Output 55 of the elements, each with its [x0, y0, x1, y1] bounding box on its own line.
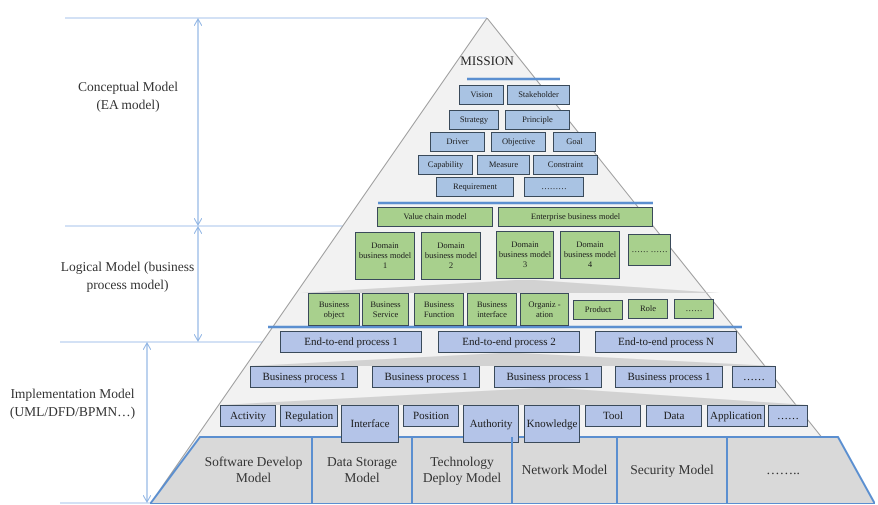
process-box: ……	[768, 405, 808, 427]
model-box: Business object	[308, 293, 360, 326]
process-box: End-to-end process 2	[438, 331, 580, 353]
concept-box: Vision	[459, 85, 504, 105]
process-box: Interface	[341, 405, 399, 443]
concept-box: Capability	[418, 155, 473, 175]
process-box: Tool	[585, 405, 641, 427]
process-box: Data	[646, 405, 702, 427]
model-box: Domain business model 3	[496, 231, 554, 279]
concept-box: Driver	[430, 132, 485, 152]
model-box: ……	[674, 299, 714, 319]
model-layer-cell: Network Model	[513, 437, 618, 503]
model-layer-cell: Software Develop Model	[196, 437, 313, 503]
model-layer-cell: Data Storage Model	[313, 437, 413, 503]
model-box: Value chain model	[377, 207, 493, 227]
model-box: Business Service	[362, 293, 409, 326]
model-layer-cell: Security Model	[618, 437, 728, 503]
model-layer-cell: ……..	[728, 437, 838, 503]
layer-label: Conceptual Model (EA model)	[76, 78, 180, 114]
process-box: Authority	[463, 405, 519, 443]
model-layer-cell: Technology Deploy Model	[413, 437, 513, 503]
process-box: ……	[732, 366, 776, 388]
layer-label: Logical Model (business process model)	[60, 258, 196, 294]
concept-box: Stakeholder	[507, 85, 570, 105]
process-box: End-to-end process 1	[280, 331, 422, 353]
concept-box: Measure	[477, 155, 530, 175]
process-box: Business process 1	[494, 366, 602, 388]
concept-box: Objective	[491, 132, 546, 152]
concept-box: Strategy	[449, 110, 499, 130]
concept-box: Constraint	[533, 155, 598, 175]
process-box: Business process 1	[372, 366, 480, 388]
pyramid-title: MISSION	[459, 53, 515, 69]
model-box: Domain business model 4	[560, 231, 620, 279]
process-box: Position	[403, 405, 459, 427]
model-box: Domain business model 2	[421, 232, 481, 280]
concept-box: Principle	[505, 110, 570, 130]
process-box: Business process 1	[250, 366, 358, 388]
model-box: Enterprise business model	[498, 207, 653, 227]
concept-box: ………	[524, 177, 584, 197]
model-box: Business Function	[414, 293, 464, 326]
layer-label: Implementation Model (UML/DFD/BPMN…)	[8, 385, 136, 420]
model-box: …… ……	[628, 234, 671, 266]
model-box: Domain business model 1	[355, 232, 415, 280]
process-box: Knowledge	[524, 405, 580, 443]
model-box: Business interface	[467, 293, 517, 326]
process-box: Regulation	[280, 405, 338, 427]
model-box: Role	[628, 299, 668, 319]
concept-box: Requirement	[436, 177, 514, 197]
process-box: Business process 1	[615, 366, 723, 388]
model-box: Organiz -ation	[520, 293, 569, 326]
model-box: Product	[573, 300, 623, 320]
process-box: End-to-end process N	[595, 331, 737, 353]
process-box: Application	[707, 405, 765, 427]
concept-box: Goal	[553, 132, 596, 152]
process-box: Activity	[220, 405, 276, 427]
